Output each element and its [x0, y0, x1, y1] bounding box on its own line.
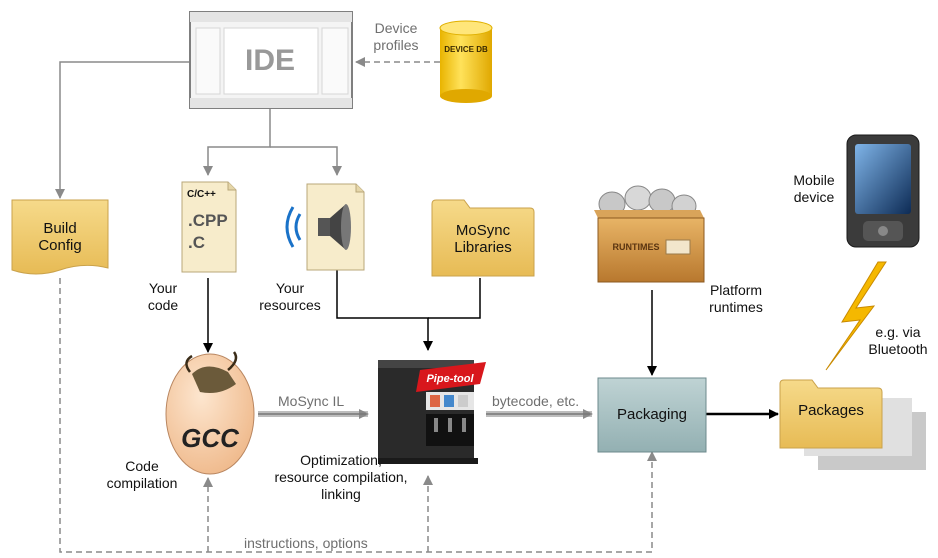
build-config-line1: Build	[43, 220, 77, 237]
platform-runtimes-line2: runtimes	[709, 299, 763, 315]
instructions-options-label: instructions, options	[244, 535, 368, 551]
device-profiles-line2: profiles	[373, 37, 419, 53]
packages-label: Packages	[798, 402, 864, 419]
your-code-caption: Your code	[138, 280, 188, 314]
mosync-il-label: MoSync IL	[278, 393, 345, 409]
code-compilation-line1: Code	[125, 458, 159, 474]
bluetooth-line1: e.g. via	[875, 324, 921, 340]
your-resources-line2: resources	[259, 297, 321, 313]
runtimes-box: RUNTIMES	[594, 185, 705, 283]
dashed-build-config-feedback	[59, 278, 657, 553]
libraries-folder	[431, 199, 535, 277]
your-code-line1: Your	[148, 280, 178, 296]
build-config-line2: Config	[38, 237, 82, 254]
runtimes-label: RUNTIMES	[613, 242, 660, 252]
bytecode-label: bytecode, etc.	[492, 393, 580, 409]
device-db-label: DEVICE DB	[444, 45, 488, 54]
device-profiles-caption: Device profiles	[366, 20, 426, 54]
your-resources-line1: Your	[275, 280, 305, 296]
pipetool-caption: Optimization, resource compilation, link…	[266, 452, 416, 503]
code-file-icon	[181, 181, 237, 273]
pipetool-caption-line2: resource compilation,	[274, 469, 408, 485]
code-file-extensions: .CPP .C	[188, 210, 228, 254]
mobile-device-line1: Mobile	[793, 172, 835, 188]
arrow-ide-to-resources	[270, 146, 342, 176]
code-ext-c: .C	[188, 233, 205, 252]
connectors	[55, 57, 779, 553]
packages-folder	[779, 379, 926, 470]
pipetool-caption-line3: linking	[321, 486, 361, 502]
mobile-phone	[846, 134, 920, 248]
bluetooth-caption: e.g. via Bluetooth	[858, 324, 938, 358]
device-db-cylinder: DEVICE DB	[439, 20, 493, 103]
gcc-label: GCC	[181, 423, 240, 453]
libraries-line2: Libraries	[454, 239, 512, 256]
platform-runtimes-caption: Platform runtimes	[696, 282, 776, 316]
device-profiles-line1: Device	[374, 20, 418, 36]
gcc-egg: GCC	[165, 351, 255, 475]
mobile-device-caption: Mobile device	[786, 172, 842, 206]
build-config-doc	[11, 199, 109, 275]
code-file-header: C/C++	[187, 189, 216, 200]
platform-runtimes-line1: Platform	[709, 282, 763, 298]
code-compilation-caption: Code compilation	[102, 458, 182, 492]
bluetooth-line2: Bluetooth	[868, 341, 928, 357]
arrow-resources-to-pipetool	[336, 268, 433, 351]
lightning-bolt-icon	[825, 261, 887, 371]
your-resources-caption: Your resources	[250, 280, 330, 314]
pipetool-label: Pipe-tool	[426, 373, 474, 385]
arrow-ide-to-build-config	[55, 61, 192, 199]
mobile-device-line2: device	[793, 189, 835, 205]
packaging-label: Packaging	[616, 406, 688, 423]
libraries-label: MoSync Libraries	[432, 222, 534, 256]
packaging-box	[597, 377, 707, 453]
libraries-line1: MoSync	[455, 222, 511, 239]
ide-title: IDE	[245, 44, 295, 77]
pipetool-machine: Pipe-tool	[378, 360, 486, 464]
line-libraries-to-pipetool	[428, 278, 481, 319]
code-compilation-line2: compilation	[106, 475, 178, 491]
ide-window: IDE	[189, 11, 353, 109]
pipetool-caption-line1: Optimization,	[300, 452, 382, 468]
build-config-label: Build Config	[12, 220, 108, 254]
your-code-line2: code	[147, 297, 179, 313]
resources-icon	[285, 183, 365, 271]
arrow-ide-to-code	[203, 108, 271, 176]
code-ext-cpp: .CPP	[188, 211, 228, 230]
